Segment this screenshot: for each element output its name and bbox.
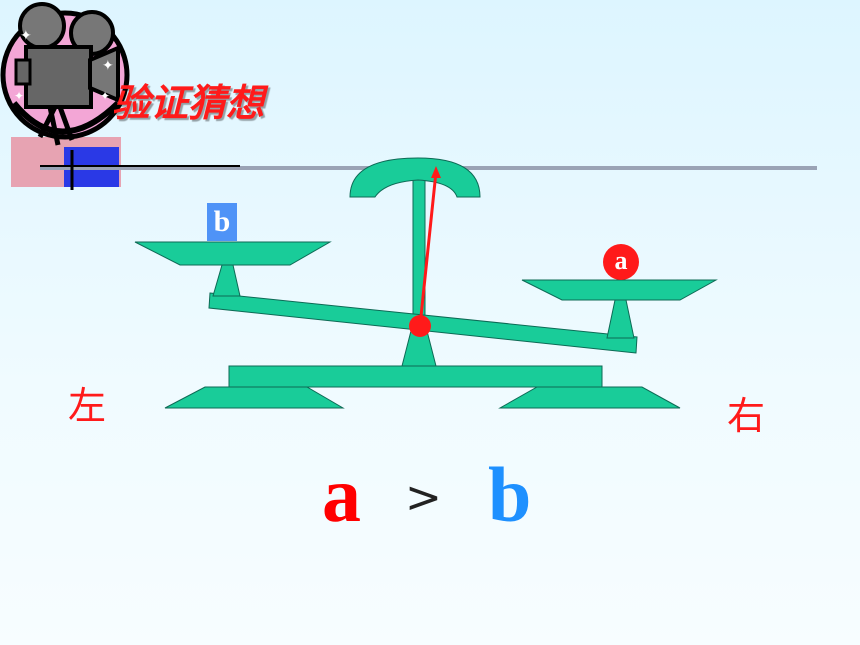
svg-text:✦: ✦: [102, 58, 114, 74]
left-pan-stem: [212, 264, 241, 297]
left-pan: [134, 241, 332, 266]
slide-title: 验证猜想: [112, 81, 265, 125]
right-side-label: 右: [727, 394, 766, 438]
movie-camera-icon: ✦ ✦ ✦ ✦: [0, 2, 130, 146]
scale-left-foot: [164, 386, 345, 409]
scale-right-foot: [498, 386, 681, 409]
formula-left: a: [322, 451, 361, 538]
pivot-dot: [409, 315, 431, 337]
formula-operator: >: [405, 472, 442, 523]
weight-a: a: [603, 244, 639, 280]
left-side-label: 左: [68, 384, 107, 428]
svg-text:✦: ✦: [14, 89, 24, 103]
scale-top-arc: [349, 157, 481, 198]
svg-text:✦: ✦: [20, 28, 32, 44]
weight-b: b: [207, 203, 237, 241]
formula-right: b: [488, 451, 532, 538]
pointer-arrow-icon: [431, 166, 441, 178]
svg-text:✦: ✦: [100, 89, 110, 103]
comparison-formula: a > b: [0, 450, 860, 540]
scale-pointer: [418, 171, 438, 327]
right-pan-stem: [606, 299, 635, 339]
right-pan: [521, 279, 718, 301]
header-divider-dark: [40, 165, 240, 167]
scale-base: [228, 365, 603, 388]
